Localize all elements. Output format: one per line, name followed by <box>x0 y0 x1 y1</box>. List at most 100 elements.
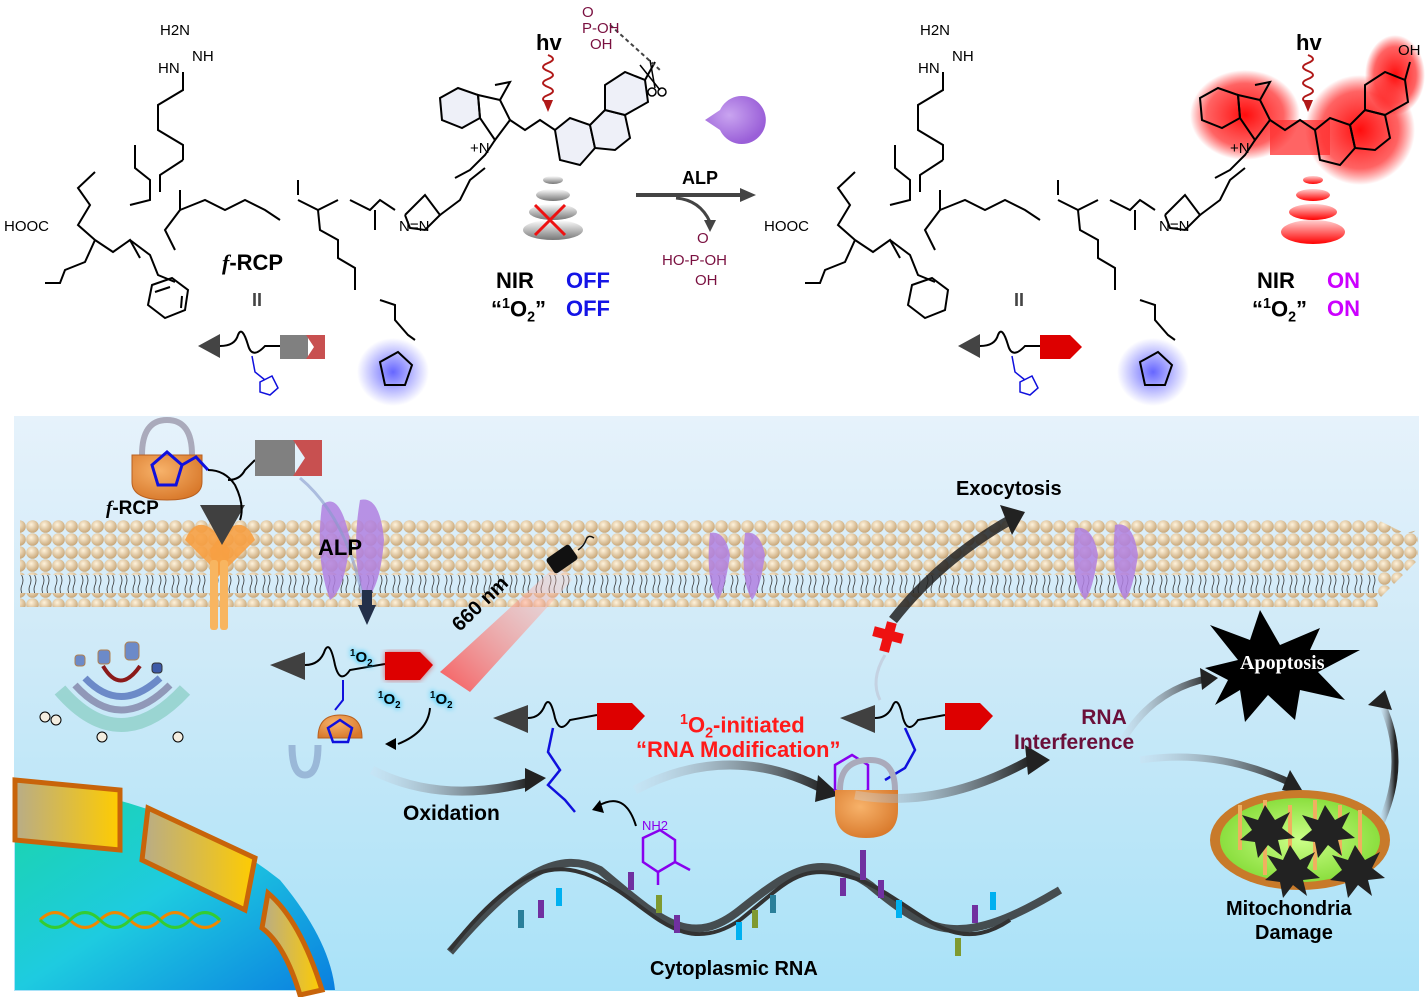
cytosine-structure <box>641 828 691 885</box>
right-guanidine-hn: HN <box>918 60 940 77</box>
right-nir-status: ON <box>1327 268 1360 293</box>
right-dye-glow <box>1190 35 1425 185</box>
right-guanidine-nh: NH <box>952 48 974 65</box>
quote-close: ” <box>1296 296 1308 322</box>
o2-main: O <box>435 691 448 708</box>
o2-main: O <box>509 296 528 322</box>
left-guanidine-nh: NH <box>192 48 214 65</box>
probe-f-prefix: f <box>222 250 230 275</box>
mitochondria-icon <box>1210 790 1390 898</box>
light-wave-icon-left <box>542 54 554 104</box>
right-furan-glow <box>1117 338 1189 406</box>
quote-close: ” <box>535 296 547 322</box>
cleavage-line <box>609 24 661 71</box>
nucleus-icon <box>12 777 335 997</box>
right-o2-status: ON <box>1327 296 1360 321</box>
mito-arrow <box>1139 753 1297 789</box>
right-guanidine-h2n: H2N <box>920 22 951 39</box>
left-nir-status: OFF <box>566 268 610 293</box>
right-nir-label: NIR <box>1257 268 1295 293</box>
byproduct-o: O <box>697 230 709 247</box>
alp-enzyme-membrane <box>319 499 384 600</box>
probe-suffix: -RCP <box>229 250 284 275</box>
singlet-oxygen-3: 1O2 <box>430 690 453 711</box>
o2-main: O <box>687 712 706 738</box>
left-probe-name: f-RCP <box>222 250 283 276</box>
o2-sup: 1 <box>1263 296 1271 312</box>
o2-sup: 1 <box>378 690 384 701</box>
right-indolium-n: +N <box>1230 140 1250 157</box>
mini-probe-right <box>958 330 1082 396</box>
o2-sup: 1 <box>430 690 436 701</box>
right-furan-ring <box>1138 350 1174 386</box>
scissors-icon <box>639 59 667 97</box>
singlet-oxygen-1: 1O2 <box>350 648 373 669</box>
interference-label-line1: RNA <box>1081 706 1127 729</box>
alp-enzyme-icon <box>705 95 766 144</box>
right-triazole: N=N <box>1159 218 1190 235</box>
quote-open: “ <box>491 296 502 322</box>
left-hv-label: hv <box>536 30 562 55</box>
right-pause-symbol: II <box>1014 290 1025 310</box>
left-cooh: HOOC <box>4 218 49 235</box>
left-furan-ring <box>378 350 414 386</box>
apoptosis-arrow-1 <box>1116 674 1211 747</box>
cell-alp-label: ALP <box>318 535 362 560</box>
left-nir-label: NIR <box>496 268 534 293</box>
phosphate-p: P-OH <box>582 20 620 37</box>
mitochondria-label-line2: Damage <box>1255 922 1333 944</box>
o2-sub: 2 <box>367 658 373 669</box>
right-hv-label: hv <box>1296 30 1322 55</box>
byproduct-oh: OH <box>695 272 718 289</box>
o2-sub: 2 <box>705 725 714 742</box>
modification-label-line2: “RNA Modification” <box>636 737 841 762</box>
right-cooh: HOOC <box>764 218 809 235</box>
left-dye-core <box>438 61 656 179</box>
left-guanidine-h2n: H2N <box>160 22 191 39</box>
o2-main: O <box>1270 296 1289 322</box>
right-o2-label: “1O2” <box>1252 296 1307 326</box>
o2-sub: 2 <box>395 700 401 711</box>
probe-gray-block <box>255 440 295 476</box>
o2-main: O <box>355 649 368 666</box>
alp-enzyme-2 <box>708 532 765 600</box>
rna-bases <box>518 850 996 956</box>
activated-probe-1 <box>270 646 433 779</box>
right-hydroxyl: OH <box>1398 42 1421 59</box>
off-cross-icon <box>533 203 567 237</box>
activated-probe-2 <box>493 701 645 813</box>
o2-sup: 1 <box>680 712 688 728</box>
right-peptide-skeleton <box>805 72 1246 341</box>
emission-on-icon <box>1281 176 1345 244</box>
apoptosis-starburst <box>1205 610 1360 722</box>
interference-arrow <box>854 756 1033 803</box>
emission-off-icon <box>523 176 583 240</box>
byproduct-hopoh: HO-P-OH <box>662 252 727 269</box>
rna-helix <box>446 858 1063 955</box>
modification-arrow <box>632 760 828 794</box>
alp-enzyme-3 <box>1073 524 1138 600</box>
reaction-arrowhead <box>740 188 756 202</box>
exocytosis-label: Exocytosis <box>956 478 1062 500</box>
oxidation-arrow <box>369 765 532 796</box>
o2-sub: 2 <box>527 309 536 326</box>
left-pause-symbol: II <box>252 290 263 310</box>
left-o2-label: “1O2” <box>491 296 546 326</box>
initiated-text: -initiated <box>713 712 805 738</box>
left-o2-status: OFF <box>566 296 610 321</box>
probe-anchor-triangle <box>200 505 245 545</box>
laser-beam <box>440 562 572 692</box>
right-dye-core <box>1198 61 1411 179</box>
laser-device-icon <box>546 535 595 574</box>
left-triazole: N=N <box>399 218 430 235</box>
modification-label-line1: 1O2-initiated <box>680 712 805 742</box>
probe-suffix: -RCP <box>112 498 159 519</box>
top-scheme-structures <box>45 24 1425 406</box>
apoptosis-label: Apoptosis <box>1240 652 1325 674</box>
light-arrow-icon-left <box>543 100 553 112</box>
furan-lock-icon <box>131 416 210 501</box>
quote-open: “ <box>1252 296 1263 322</box>
phosphate-oh: OH <box>590 36 613 53</box>
reaction-alp-label: ALP <box>682 168 718 188</box>
